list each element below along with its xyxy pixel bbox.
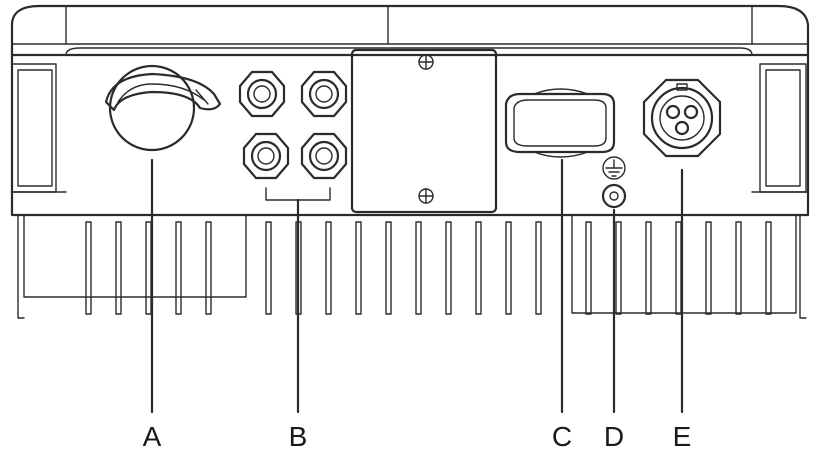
heat-sink-fin [535,221,542,315]
heat-sink-fin [585,221,592,315]
cable-gland [300,132,348,180]
heat-sink-fin [385,221,392,315]
dc-switch-knob [104,64,222,152]
callout-label-e: E [673,421,692,450]
cover-plate [350,48,498,214]
heat-sink-fin [175,221,182,315]
screw-icon [418,54,434,70]
communication-port [504,88,616,158]
heat-sink-fin [265,221,272,315]
callout-label-c: C [552,421,572,450]
heat-sink-fin [445,221,452,315]
heat-sink-fin [705,221,712,315]
cable-gland [300,70,348,118]
heat-sink-fin [475,221,482,315]
heat-sink-fins [17,214,807,319]
heat-sink-fin [415,221,422,315]
heat-sink-fin [115,221,122,315]
heat-sink-fin [205,221,212,315]
inverter-housing [10,4,810,217]
heat-sink-fin [355,221,362,315]
heat-sink-fin [325,221,332,315]
cable-gland [238,70,286,118]
heat-sink-fin [505,221,512,315]
heat-sink-fin [85,221,92,315]
callout-label-b: B [289,421,308,450]
callout-label-d: D [604,421,624,450]
cable-glands [238,70,348,201]
screw-icon [418,188,434,204]
heat-sink-fin [645,221,652,315]
ac-output-connector [642,78,722,158]
heat-sink-fin [735,221,742,315]
heat-sink-fin [675,221,682,315]
heat-sink-fin [145,221,152,315]
callout-leaders [150,158,684,414]
grounding-point [601,156,627,209]
cable-gland [242,132,290,180]
heat-sink-fin [615,221,622,315]
callout-label-a: A [143,421,162,450]
ground-symbol-icon [602,156,626,180]
heat-sink-fin [765,221,772,315]
